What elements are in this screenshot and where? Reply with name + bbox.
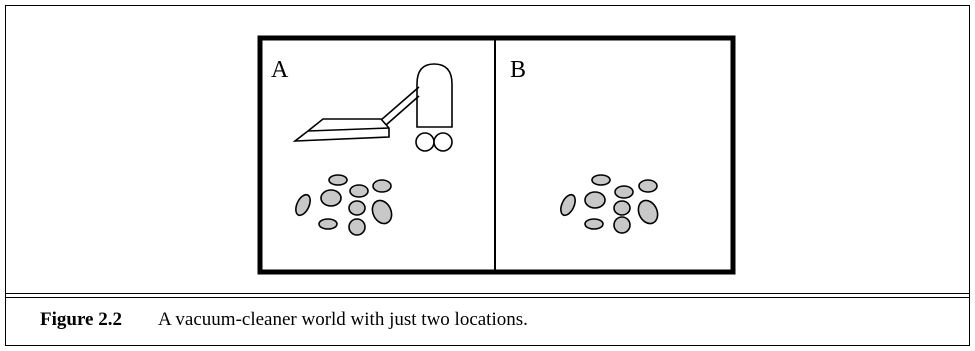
- room-a-label: A: [271, 57, 289, 83]
- dirt-pile-a-icon: [295, 174, 393, 236]
- vacuum-cleaner-icon: [292, 63, 453, 152]
- vacuum-wand-bottom: [385, 95, 420, 126]
- vacuum-wheel-right: [433, 132, 453, 152]
- caption-divider-bottom: [5, 297, 970, 298]
- figure-number: Figure 2.2: [40, 309, 122, 330]
- caption-divider-top: [5, 293, 970, 294]
- room-b-label: B: [510, 57, 526, 83]
- world-border: [257, 35, 736, 275]
- vacuum-wand-top: [380, 86, 420, 121]
- figure-frame: [5, 5, 970, 346]
- vacuum-canister: [416, 63, 453, 128]
- dirt-pile-b-icon: [560, 174, 659, 234]
- figure-caption-text: A vacuum-cleaner world with just two loc…: [158, 309, 528, 330]
- vacuum-wheel-left: [415, 132, 435, 152]
- vacuum-nozzle-edge: [307, 127, 390, 132]
- figure-caption: Figure 2.2 A vacuum-cleaner world with ju…: [40, 309, 528, 335]
